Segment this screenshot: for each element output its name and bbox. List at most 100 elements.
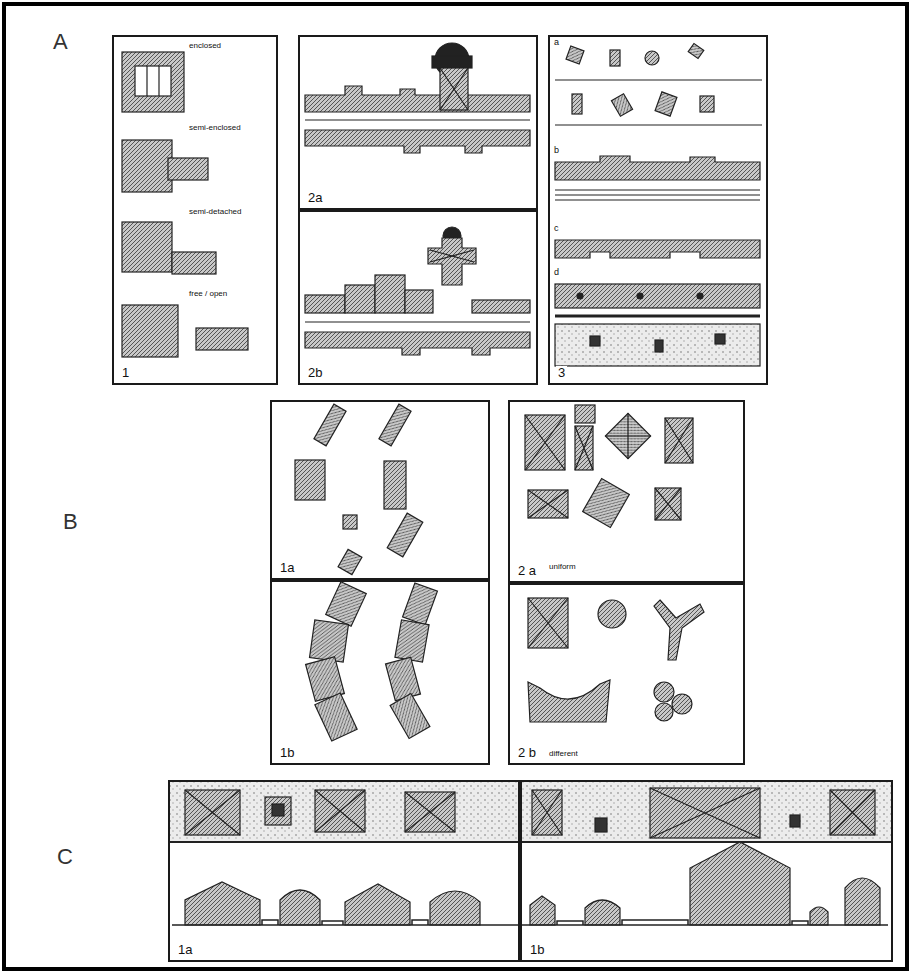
- building-plan: [650, 788, 760, 838]
- building-plan: [672, 694, 692, 714]
- building-plan: [172, 252, 216, 274]
- row-letter: C: [56, 845, 74, 869]
- building-plan: [830, 790, 875, 835]
- scattered-buildings: [343, 515, 357, 529]
- plot-bands: [555, 240, 760, 258]
- type-label: semi-enclosed: [188, 124, 242, 133]
- plot-bands: [572, 94, 582, 114]
- building-plan: [790, 815, 800, 827]
- building-plan: [315, 790, 365, 832]
- building-chain: [395, 620, 429, 662]
- plot-bands: [555, 199, 760, 200]
- plot-bands: [637, 293, 643, 299]
- building-elevation: [530, 896, 555, 925]
- building-elevation: [280, 890, 320, 925]
- building-plan: [525, 415, 565, 470]
- building-elevation: [845, 878, 880, 925]
- building-plan: [196, 328, 248, 350]
- type-label: semi-detached: [188, 208, 242, 217]
- band-letter: a: [553, 38, 560, 48]
- plot-bands: [700, 96, 714, 112]
- panel-number: 3: [556, 366, 567, 380]
- plot-bands: [688, 43, 704, 58]
- street-section: [375, 275, 405, 313]
- building-plan: [654, 600, 704, 660]
- scattered-buildings: [338, 549, 362, 574]
- ground-line: [172, 924, 888, 926]
- panel-number: 2b: [306, 366, 324, 380]
- building-plan: [665, 418, 693, 463]
- building-plan: [185, 790, 240, 835]
- street-section: [345, 285, 375, 313]
- plot-bands: [655, 92, 677, 116]
- street-section: [405, 290, 433, 313]
- ground-line: [172, 920, 888, 925]
- frame: [4, 4, 907, 969]
- building-elevation: [690, 842, 790, 925]
- frame: [4, 4, 907, 969]
- building-elevation: [430, 891, 480, 925]
- building-plan: [122, 305, 178, 357]
- plot-bands: [555, 43, 762, 366]
- building-plan: [655, 703, 673, 721]
- building-plan: [575, 426, 593, 470]
- building-elevation: [185, 882, 260, 925]
- figure-panel: 2 a: [508, 400, 745, 583]
- building-plan: [655, 488, 681, 520]
- building-plan: [135, 66, 171, 96]
- building-chain: [390, 694, 430, 739]
- plot-bands: [555, 156, 760, 180]
- type-label: enclosed: [188, 42, 222, 51]
- building-plan: [532, 790, 562, 835]
- figure-panel: 2 b: [508, 583, 745, 765]
- building-plan: [605, 413, 650, 458]
- plot-bands: [697, 293, 703, 299]
- street-section: [432, 56, 472, 68]
- street-section: [440, 68, 468, 110]
- plot-bands: [611, 94, 632, 117]
- scattered-buildings: [384, 461, 406, 509]
- building-plan: [598, 600, 626, 628]
- row-letter: A: [52, 30, 69, 54]
- street-section: [305, 130, 530, 153]
- street-section: [428, 238, 476, 285]
- plot-bands: [715, 334, 725, 344]
- building-plan: [575, 405, 595, 423]
- scattered-buildings: [387, 513, 423, 557]
- panel-number: 1b: [278, 746, 296, 760]
- street-section: [305, 86, 530, 112]
- figure-panel: 1a: [270, 400, 490, 580]
- street-section: [305, 119, 530, 120]
- building-plan: [265, 797, 291, 825]
- building-plan: [528, 598, 568, 648]
- building-chain: [310, 620, 349, 662]
- figure-panel: 2b: [298, 210, 538, 385]
- plot-bands: [555, 124, 762, 125]
- building-elevation: [345, 884, 410, 925]
- street-section: [305, 295, 345, 313]
- scattered-buildings: [295, 460, 325, 500]
- figure-panel: 1b: [270, 580, 490, 765]
- building-chain: [306, 582, 438, 741]
- building-plan: [528, 598, 704, 722]
- band-letter: c: [553, 224, 560, 234]
- building-chain: [326, 582, 367, 626]
- building-plan: [654, 682, 674, 702]
- street-section: [440, 68, 468, 110]
- building-plan: [650, 788, 760, 838]
- panel-number: 2 a: [516, 564, 538, 578]
- building-plan: [583, 479, 630, 528]
- plot-bands: [555, 194, 760, 195]
- row-letter: B: [62, 510, 79, 534]
- building-plan: [185, 790, 240, 835]
- building-chain: [386, 657, 421, 700]
- building-plan: [532, 790, 562, 835]
- panel-number: 1: [120, 366, 131, 380]
- building-chain: [403, 583, 438, 625]
- building-plan: [168, 158, 208, 180]
- building-elevation: [185, 842, 880, 925]
- figure-panel: 1a: [168, 780, 520, 962]
- band-letter: b: [553, 146, 560, 156]
